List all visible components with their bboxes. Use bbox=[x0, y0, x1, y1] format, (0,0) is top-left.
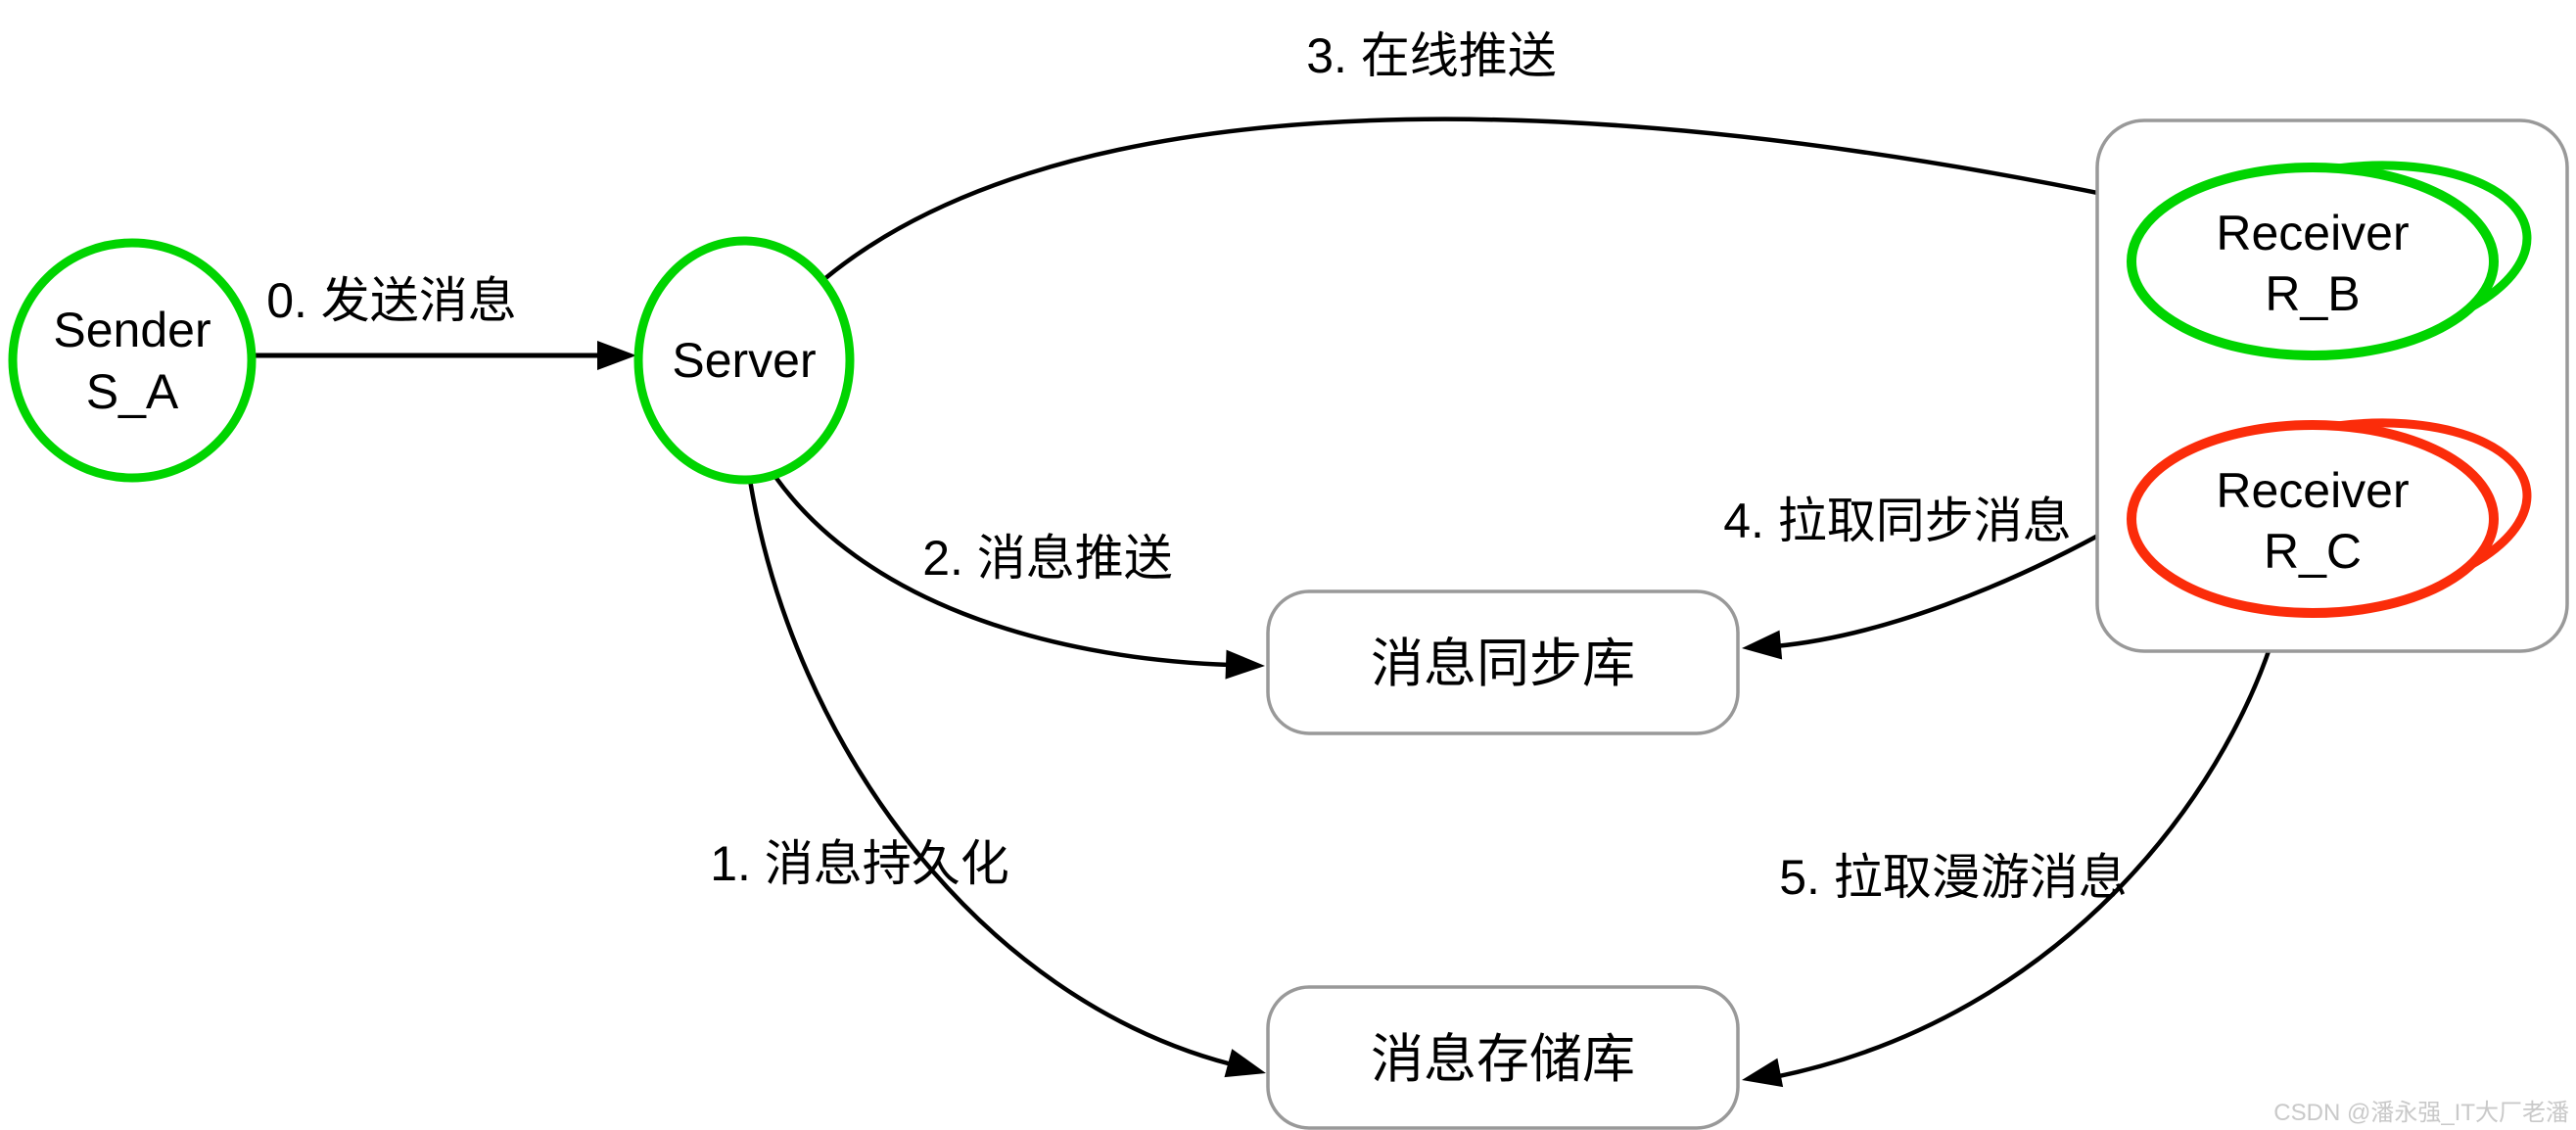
sender-node-circle bbox=[8, 238, 257, 483]
edge-pull-sync-line bbox=[1774, 519, 2127, 649]
receiver-b-ellipse bbox=[2127, 163, 2499, 360]
message-store-node: 消息存储库 bbox=[1266, 985, 1740, 1130]
edge-message-push-label: 2. 消息推送 bbox=[922, 531, 1173, 586]
sync-store-label: 消息同步库 bbox=[1371, 635, 1635, 693]
receiver-group-box: Receiver R_B Receiver R_C bbox=[2095, 118, 2569, 653]
edge-message-persist-label: 1. 消息持久化 bbox=[710, 836, 1009, 891]
edge-pull-sync: 4. 拉取同步消息 bbox=[1723, 494, 2127, 660]
edge-pull-roaming-line bbox=[1773, 608, 2284, 1080]
edge-online-push: 3. 在线推送 bbox=[822, 28, 2160, 281]
edge-message-push-line bbox=[773, 475, 1231, 668]
sync-store-node: 消息同步库 bbox=[1266, 589, 1740, 735]
edge-pull-roaming-arrowhead bbox=[1742, 1058, 1784, 1088]
receiver-b-node: Receiver R_B bbox=[2127, 161, 2532, 360]
edge-pull-sync-label: 4. 拉取同步消息 bbox=[1723, 494, 2072, 548]
receiver-c-ellipse bbox=[2127, 420, 2499, 618]
server-node-circle bbox=[633, 236, 855, 485]
edge-send-message: 0. 发送消息 bbox=[253, 273, 636, 370]
message-store-label: 消息存储库 bbox=[1371, 1030, 1635, 1089]
edge-message-push-arrowhead bbox=[1225, 649, 1265, 680]
receiver-c-label-line1: Receiver bbox=[2216, 463, 2409, 518]
edge-send-message-arrowhead bbox=[597, 341, 636, 370]
receiver-b-label-line2: R_B bbox=[2265, 266, 2360, 321]
server-node-label: Server bbox=[672, 333, 816, 388]
edge-message-persist-line bbox=[747, 479, 1233, 1067]
sender-node: Sender S_A bbox=[8, 238, 257, 483]
edge-message-persist: 1. 消息持久化 bbox=[710, 479, 1266, 1078]
sync-store-box bbox=[1266, 589, 1740, 735]
edge-online-push-label: 3. 在线推送 bbox=[1306, 28, 1557, 83]
edge-pull-sync-arrowhead bbox=[1742, 630, 1783, 660]
server-node: Server bbox=[633, 236, 855, 485]
message-store-box bbox=[1266, 985, 1740, 1130]
edge-pull-roaming: 5. 拉取漫游消息 bbox=[1742, 608, 2284, 1088]
edge-send-message-label: 0. 发送消息 bbox=[266, 273, 517, 328]
edge-message-push: 2. 消息推送 bbox=[773, 475, 1265, 680]
watermark: CSDN @潘永强_IT大厂老潘 bbox=[2273, 1100, 2569, 1126]
edge-message-persist-arrowhead bbox=[1224, 1049, 1266, 1078]
edge-pull-roaming-label: 5. 拉取漫游消息 bbox=[1779, 850, 2128, 905]
sender-node-label-line1: Sender bbox=[53, 303, 211, 357]
receiver-b-label-line1: Receiver bbox=[2216, 206, 2409, 260]
sender-node-label-line2: S_A bbox=[86, 364, 179, 419]
receiver-c-node: Receiver R_C bbox=[2127, 418, 2532, 618]
edge-online-push-line bbox=[822, 117, 2128, 281]
receiver-c-label-line2: R_C bbox=[2264, 524, 2362, 579]
